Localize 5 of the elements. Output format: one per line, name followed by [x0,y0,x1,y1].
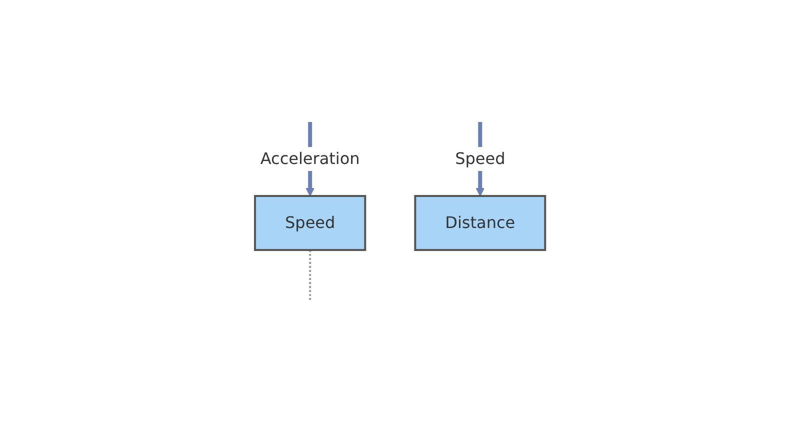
edge-label: Speed [455,149,506,168]
node-box: Distance [414,195,546,251]
connector [309,250,312,300]
edge-label: Acceleration [260,149,360,168]
node-box: Speed [254,195,366,251]
